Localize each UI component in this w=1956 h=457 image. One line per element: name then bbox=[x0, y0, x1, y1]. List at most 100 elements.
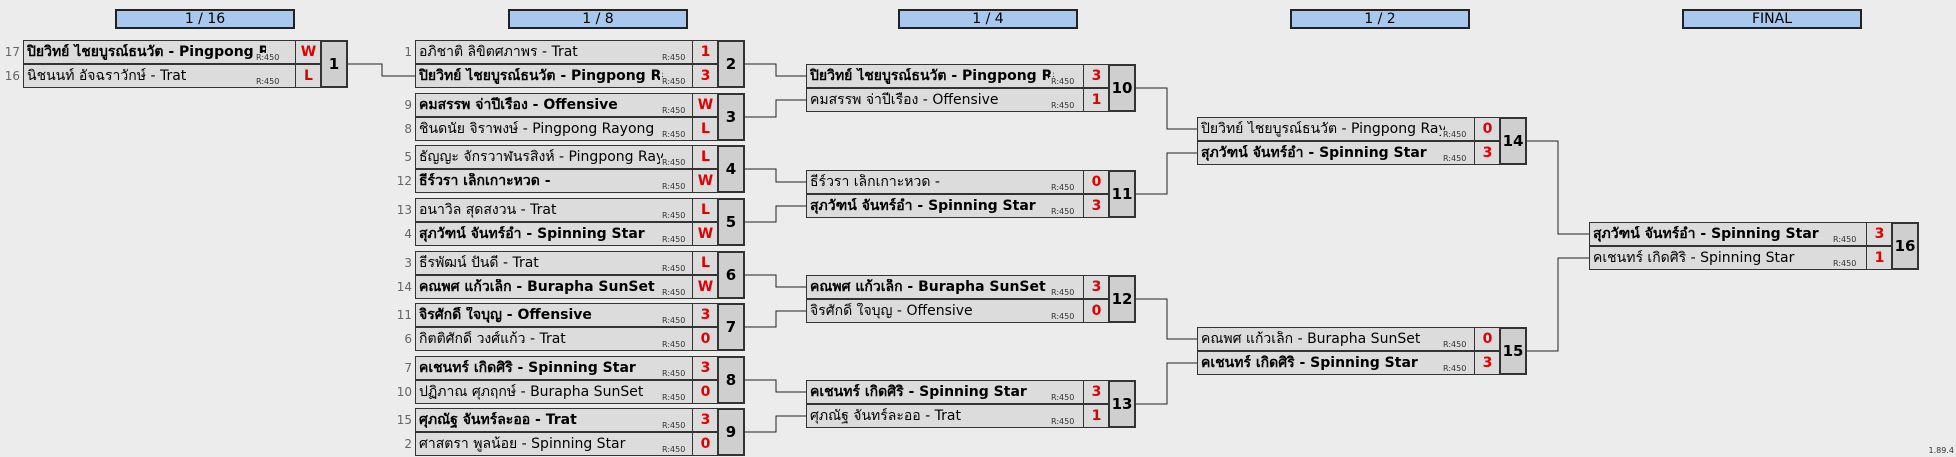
player-club: Burapha SunSet bbox=[1307, 331, 1421, 347]
player-rating: R:450 bbox=[660, 211, 686, 220]
player-score: 0 bbox=[1083, 171, 1109, 193]
player-name-text: ศาสตรา พูลน้อย bbox=[419, 436, 518, 452]
player-row[interactable]: 5ธัญญะ จักรวาฬนรสิงห์ - Pingpong RayongR… bbox=[404, 145, 719, 169]
match-number: 2 bbox=[717, 40, 745, 88]
player-row[interactable]: ปิยวิทย์ ไชยบูรณ์ธนวัต - Pingpong Rayong… bbox=[415, 64, 719, 88]
seed-number: 17 bbox=[4, 45, 20, 59]
player-score: 3 bbox=[1083, 65, 1109, 87]
connector-line bbox=[745, 63, 806, 77]
player-rating: R:450 bbox=[1441, 130, 1467, 139]
player-club: Pingpong Rayong bbox=[532, 121, 655, 137]
player-rating: R:450 bbox=[254, 53, 280, 62]
player-name: ปฏิภาณ ศุภฤกษ์ - Burapha SunSet bbox=[419, 384, 644, 400]
player-name-text: อภิชาติ ลิขิตศภาพร bbox=[419, 44, 538, 60]
player-rating: R:450 bbox=[660, 393, 686, 402]
match-1[interactable]: 17ปิยวิทย์ ไชยบูรณ์ธนวัต - Pingpong Rayo… bbox=[5, 40, 348, 88]
player-name-text: กิตติศักดิ์ วงศ์แก้ว bbox=[419, 331, 526, 347]
match-number: 11 bbox=[1108, 170, 1136, 218]
player-row[interactable]: ปิยวิทย์ ไชยบูรณ์ธนวัต - Pingpong Rayong… bbox=[1197, 117, 1501, 141]
player-score: L bbox=[692, 146, 718, 168]
player-name: ธัญญะ จักรวาฬนรสิงห์ - Pingpong Rayong bbox=[419, 149, 663, 165]
player-rating: R:450 bbox=[660, 77, 686, 86]
player-rating: R:450 bbox=[660, 130, 686, 139]
player-row[interactable]: 17ปิยวิทย์ ไชยบูรณ์ธนวัต - Pingpong Rayo… bbox=[5, 40, 322, 64]
match-number: 12 bbox=[1108, 275, 1136, 323]
player-score: 3 bbox=[1474, 142, 1500, 164]
player-rating: R:450 bbox=[1049, 312, 1075, 321]
player-name-text: ธีร์วรา เล็กเกาะหวด bbox=[810, 174, 931, 190]
match-number: 16 bbox=[1891, 222, 1919, 270]
player-score: 1 bbox=[1083, 405, 1109, 427]
player-name: จิรศักดิ์ ใจบุญ - Offensive bbox=[810, 303, 973, 319]
player-club: Spinning Star bbox=[919, 384, 1027, 400]
seed-number: 9 bbox=[404, 98, 412, 112]
connector-line bbox=[745, 415, 806, 433]
player-club: Spinning Star bbox=[1711, 226, 1819, 242]
player-score: 3 bbox=[692, 409, 718, 431]
player-rating: R:450 bbox=[1441, 340, 1467, 349]
connector-line bbox=[348, 63, 415, 77]
match-14[interactable]: ปิยวิทย์ ไชยบูรณ์ธนวัต - Pingpong Rayong… bbox=[1197, 117, 1527, 165]
player-rating: R:450 bbox=[1831, 235, 1857, 244]
player-name: ศุภณัฐ จันทร์ละออ - Trat bbox=[419, 412, 577, 428]
match-10[interactable]: ปิยวิทย์ ไชยบูรณ์ธนวัต - Pingpong Rayong… bbox=[806, 64, 1136, 112]
player-score: 3 bbox=[692, 304, 718, 326]
seed-number: 8 bbox=[404, 122, 412, 136]
player-row[interactable]: ปิยวิทย์ ไชยบูรณ์ธนวัต - Pingpong Rayong… bbox=[806, 64, 1110, 88]
match-number: 3 bbox=[717, 93, 745, 141]
player-score: 0 bbox=[692, 328, 718, 350]
player-club: Pingpong Rayong bbox=[179, 44, 266, 60]
player-name: คณพศ แก้วเล็ก - Burapha SunSet bbox=[419, 279, 655, 295]
player-name-text: อนาวิล สุดสงวน bbox=[419, 202, 517, 218]
player-score: L bbox=[295, 65, 321, 87]
player-rating: R:450 bbox=[1441, 154, 1467, 163]
player-score: 3 bbox=[692, 357, 718, 379]
match-number: 6 bbox=[717, 251, 745, 299]
seed-number: 13 bbox=[396, 203, 412, 217]
connector-line bbox=[745, 379, 806, 393]
player-name-text: ศุภณัฐ จันทร์ละออ bbox=[810, 408, 921, 424]
match-4[interactable]: 5ธัญญะ จักรวาฬนรสิงห์ - Pingpong RayongR… bbox=[397, 145, 745, 193]
player-score: 3 bbox=[1083, 195, 1109, 217]
